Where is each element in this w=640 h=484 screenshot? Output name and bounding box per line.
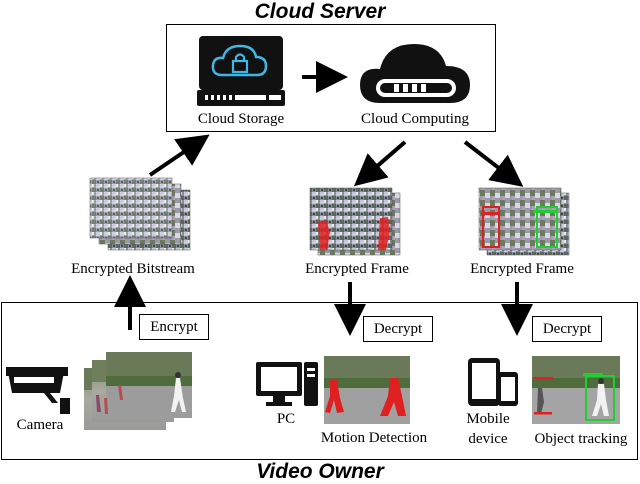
encrypted-bitstream-label: Encrypted Bitstream — [71, 261, 195, 277]
motion-detection-frame — [324, 356, 410, 424]
camera-icon — [6, 367, 70, 414]
mobile-device-icon — [468, 358, 518, 406]
cloud-storage-label: Cloud Storage — [197, 111, 285, 127]
cloud-computing-label: Cloud Computing — [361, 111, 469, 127]
object-tracking-frame — [532, 356, 620, 424]
encrypted-frame-motion — [309, 187, 401, 256]
decrypt-tag-pc: Decrypt — [363, 316, 433, 342]
mobile-label-line2: device — [468, 431, 508, 447]
decrypt-tag-mobile: Decrypt — [532, 316, 602, 342]
video-owner-box — [1, 302, 638, 460]
mobile-label-line1: Mobile — [466, 411, 510, 427]
cloud-computing-icon — [360, 44, 470, 103]
raw-video-frames — [84, 352, 192, 430]
encrypt-tag: Encrypt — [139, 314, 209, 340]
cloud-server-title: Cloud Server — [254, 0, 386, 23]
encrypted-frame-label-motion: Encrypted Frame — [305, 261, 409, 277]
motion-detection-label: Motion Detection — [320, 430, 428, 446]
video-owner-title: Video Owner — [256, 460, 384, 483]
encrypted-frame-label-tracking: Encrypted Frame — [470, 261, 574, 277]
object-tracking-label: Object tracking — [534, 431, 628, 447]
encrypted-frame-tracking — [478, 187, 570, 256]
cloud-server-box — [166, 24, 496, 132]
pc-label: PC — [276, 411, 296, 427]
encrypted-bitstream-frames — [89, 177, 191, 251]
cloud-storage-icon — [197, 36, 285, 106]
camera-label: Camera — [16, 417, 64, 433]
pc-icon — [256, 362, 318, 406]
